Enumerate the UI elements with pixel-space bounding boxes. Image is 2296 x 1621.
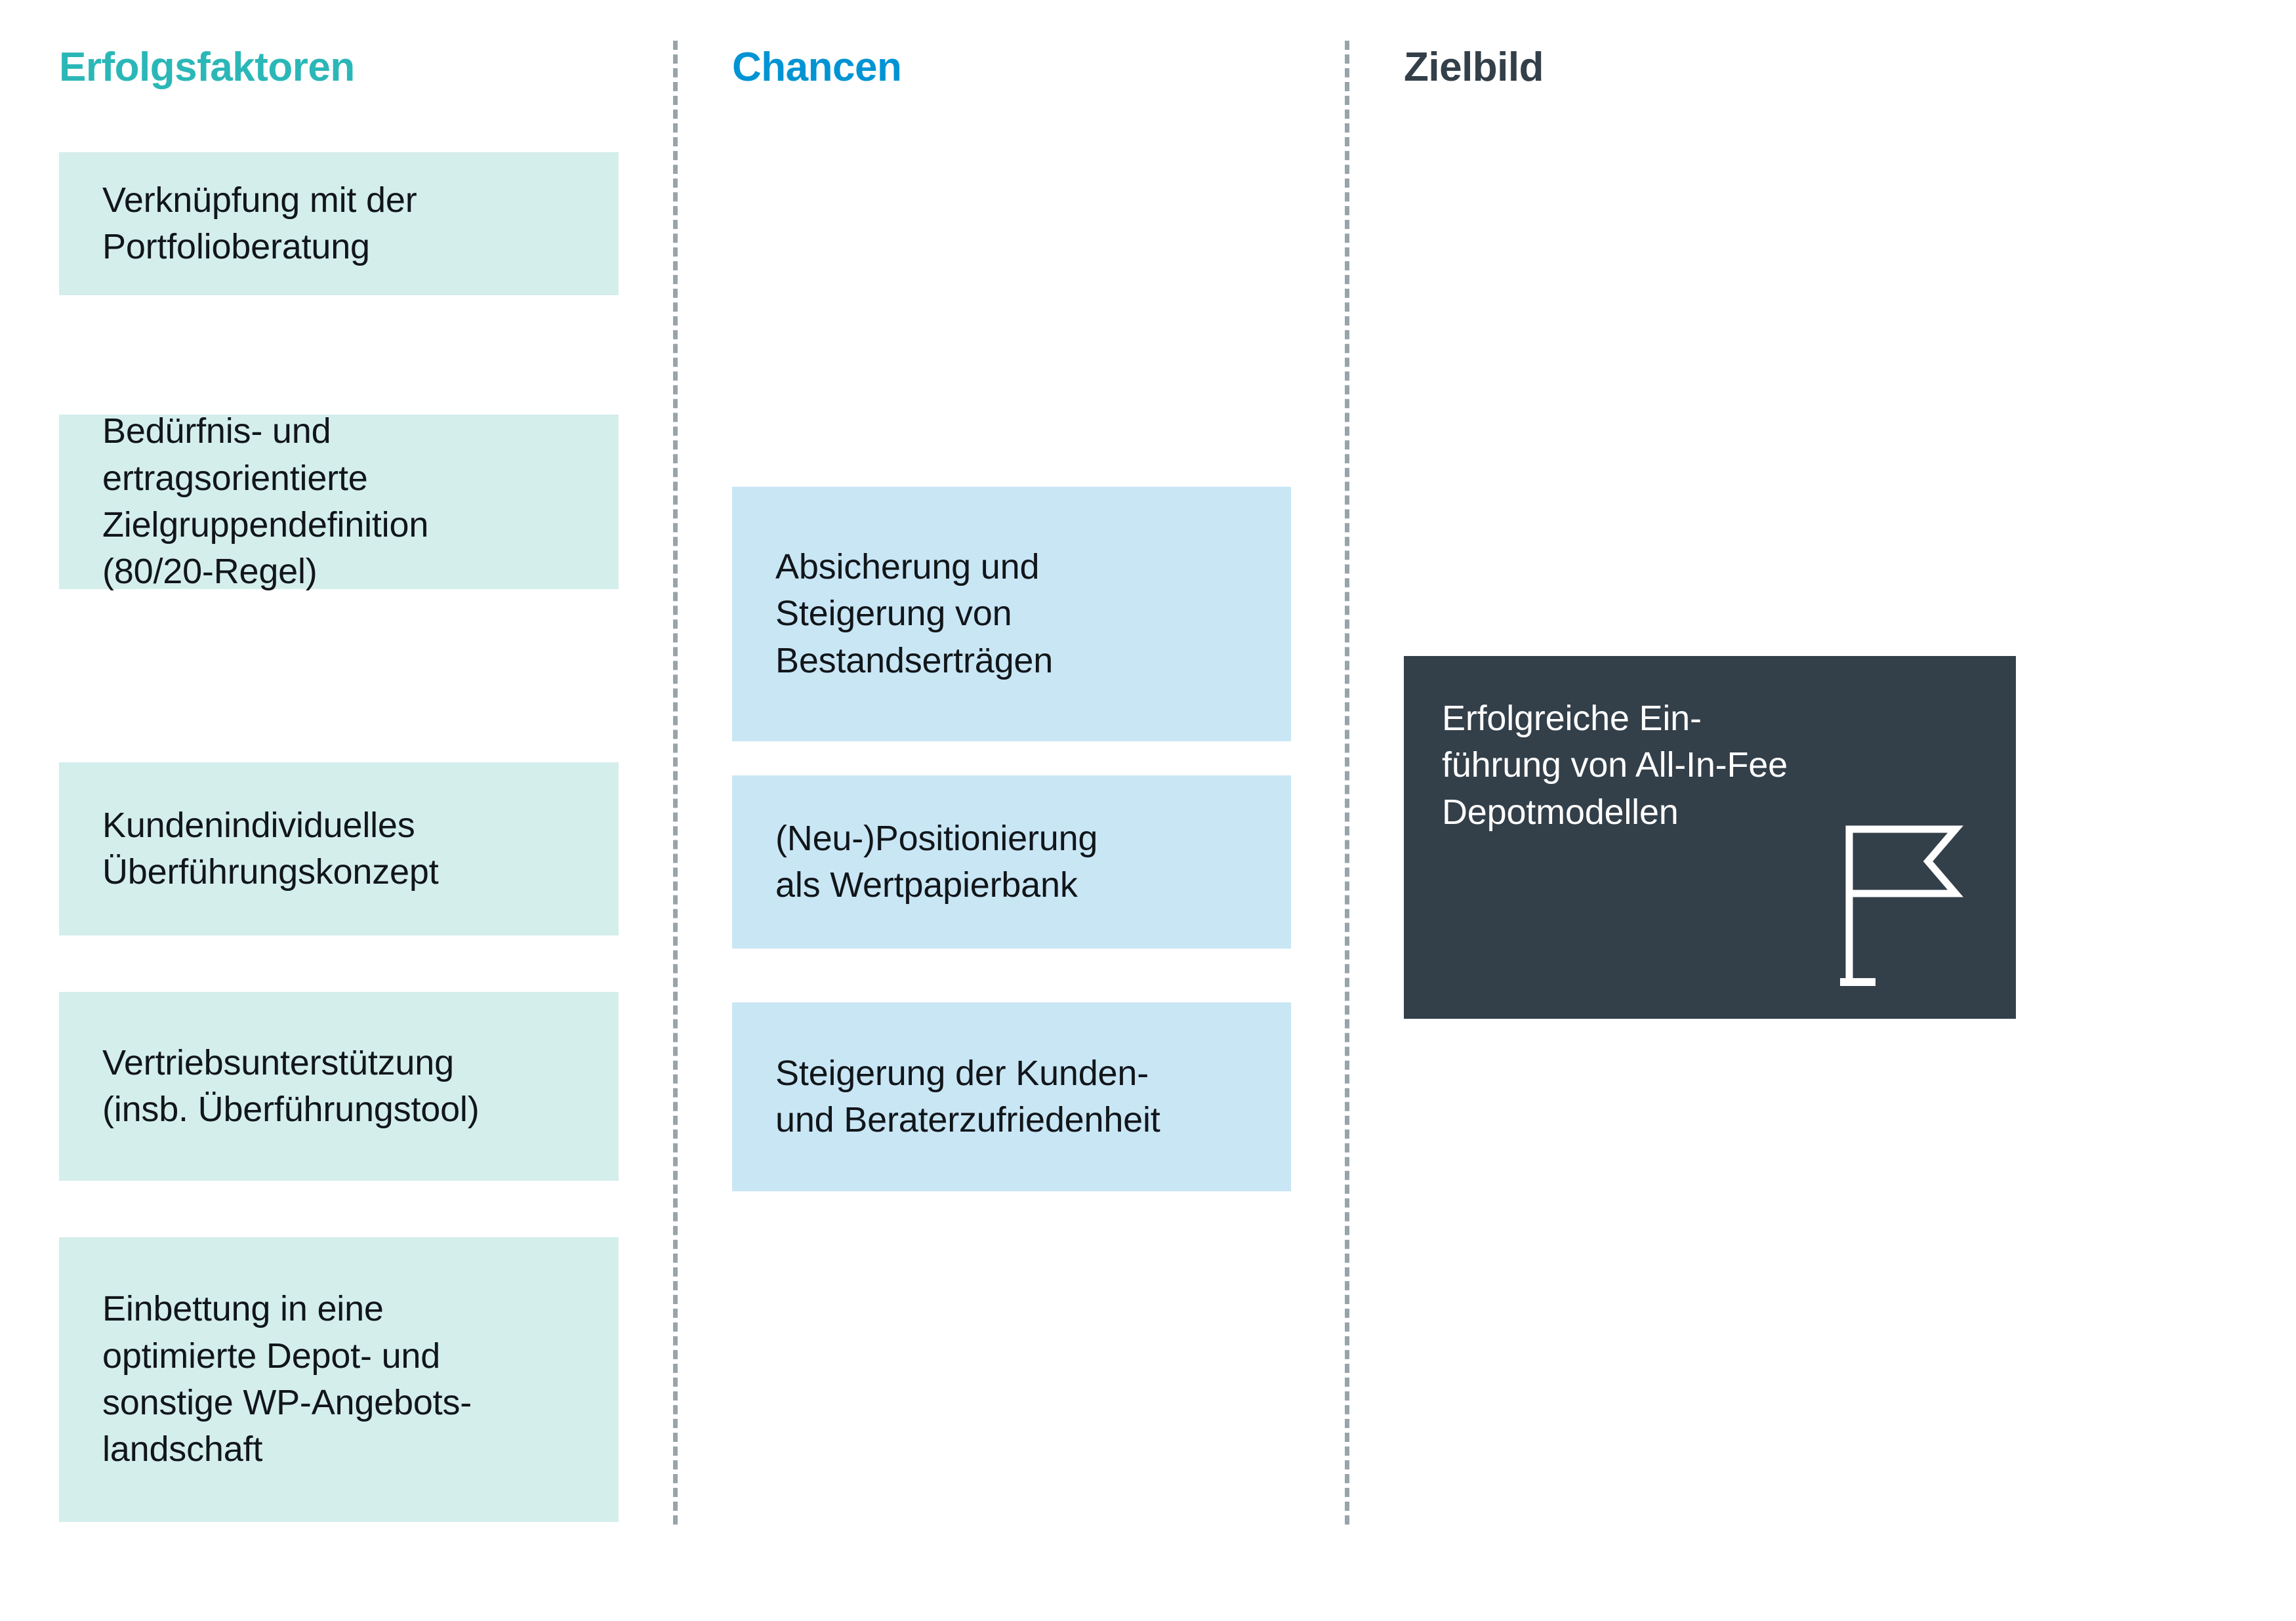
erfolgsfaktor-card: Einbettung in eine optimierte Depot- und… bbox=[59, 1237, 619, 1522]
column-divider-2 bbox=[1345, 41, 1349, 1525]
erfolgsfaktor-card: Verknüpfung mit der Portfolioberatung bbox=[59, 152, 619, 295]
card-label: Steigerung der Kunden- und Beraterzufrie… bbox=[775, 1053, 1160, 1139]
erfolgsfaktor-card: Bedürfnis- und ertragsorientierte Zielgr… bbox=[59, 411, 619, 591]
card-label: Erfolgreiche Ein- führung von All-In-Fee… bbox=[1442, 699, 1788, 832]
card-label: Kundenindividuelles Überführungskonzept bbox=[102, 805, 439, 892]
zielbild-card: Erfolgreiche Ein- führung von All-In-Fee… bbox=[1404, 656, 2016, 1019]
card-label: Vertriebsunterstützung (insb. Überführun… bbox=[102, 1042, 480, 1129]
column-heading-zielbild: Zielbild bbox=[1404, 45, 1544, 90]
erfolgsfaktor-card: Kundenindividuelles Überführungskonzept bbox=[59, 762, 619, 935]
card-label: Verknüpfung mit der Portfolioberatung bbox=[102, 180, 417, 266]
chance-card: Steigerung der Kunden- und Beraterzufrie… bbox=[732, 1002, 1291, 1191]
column-heading-erfolgsfaktoren: Erfolgsfaktoren bbox=[59, 45, 355, 90]
card-label: (Neu-)Positionierung als Wertpapierbank bbox=[775, 818, 1098, 905]
chance-card: (Neu-)Positionierung als Wertpapierbank bbox=[732, 775, 1291, 949]
flag-icon bbox=[1840, 825, 1963, 986]
card-label: Absicherung und Steigerung von Bestandse… bbox=[775, 547, 1054, 680]
erfolgsfaktor-card: Vertriebsunterstützung (insb. Überführun… bbox=[59, 992, 619, 1181]
card-label: Einbettung in eine optimierte Depot- und… bbox=[102, 1289, 472, 1469]
column-heading-chancen: Chancen bbox=[732, 45, 902, 90]
column-divider-1 bbox=[673, 41, 678, 1525]
card-label: Bedürfnis- und ertragsorientierte Zielgr… bbox=[102, 411, 429, 592]
chance-card: Absicherung und Steigerung von Bestandse… bbox=[732, 487, 1291, 741]
